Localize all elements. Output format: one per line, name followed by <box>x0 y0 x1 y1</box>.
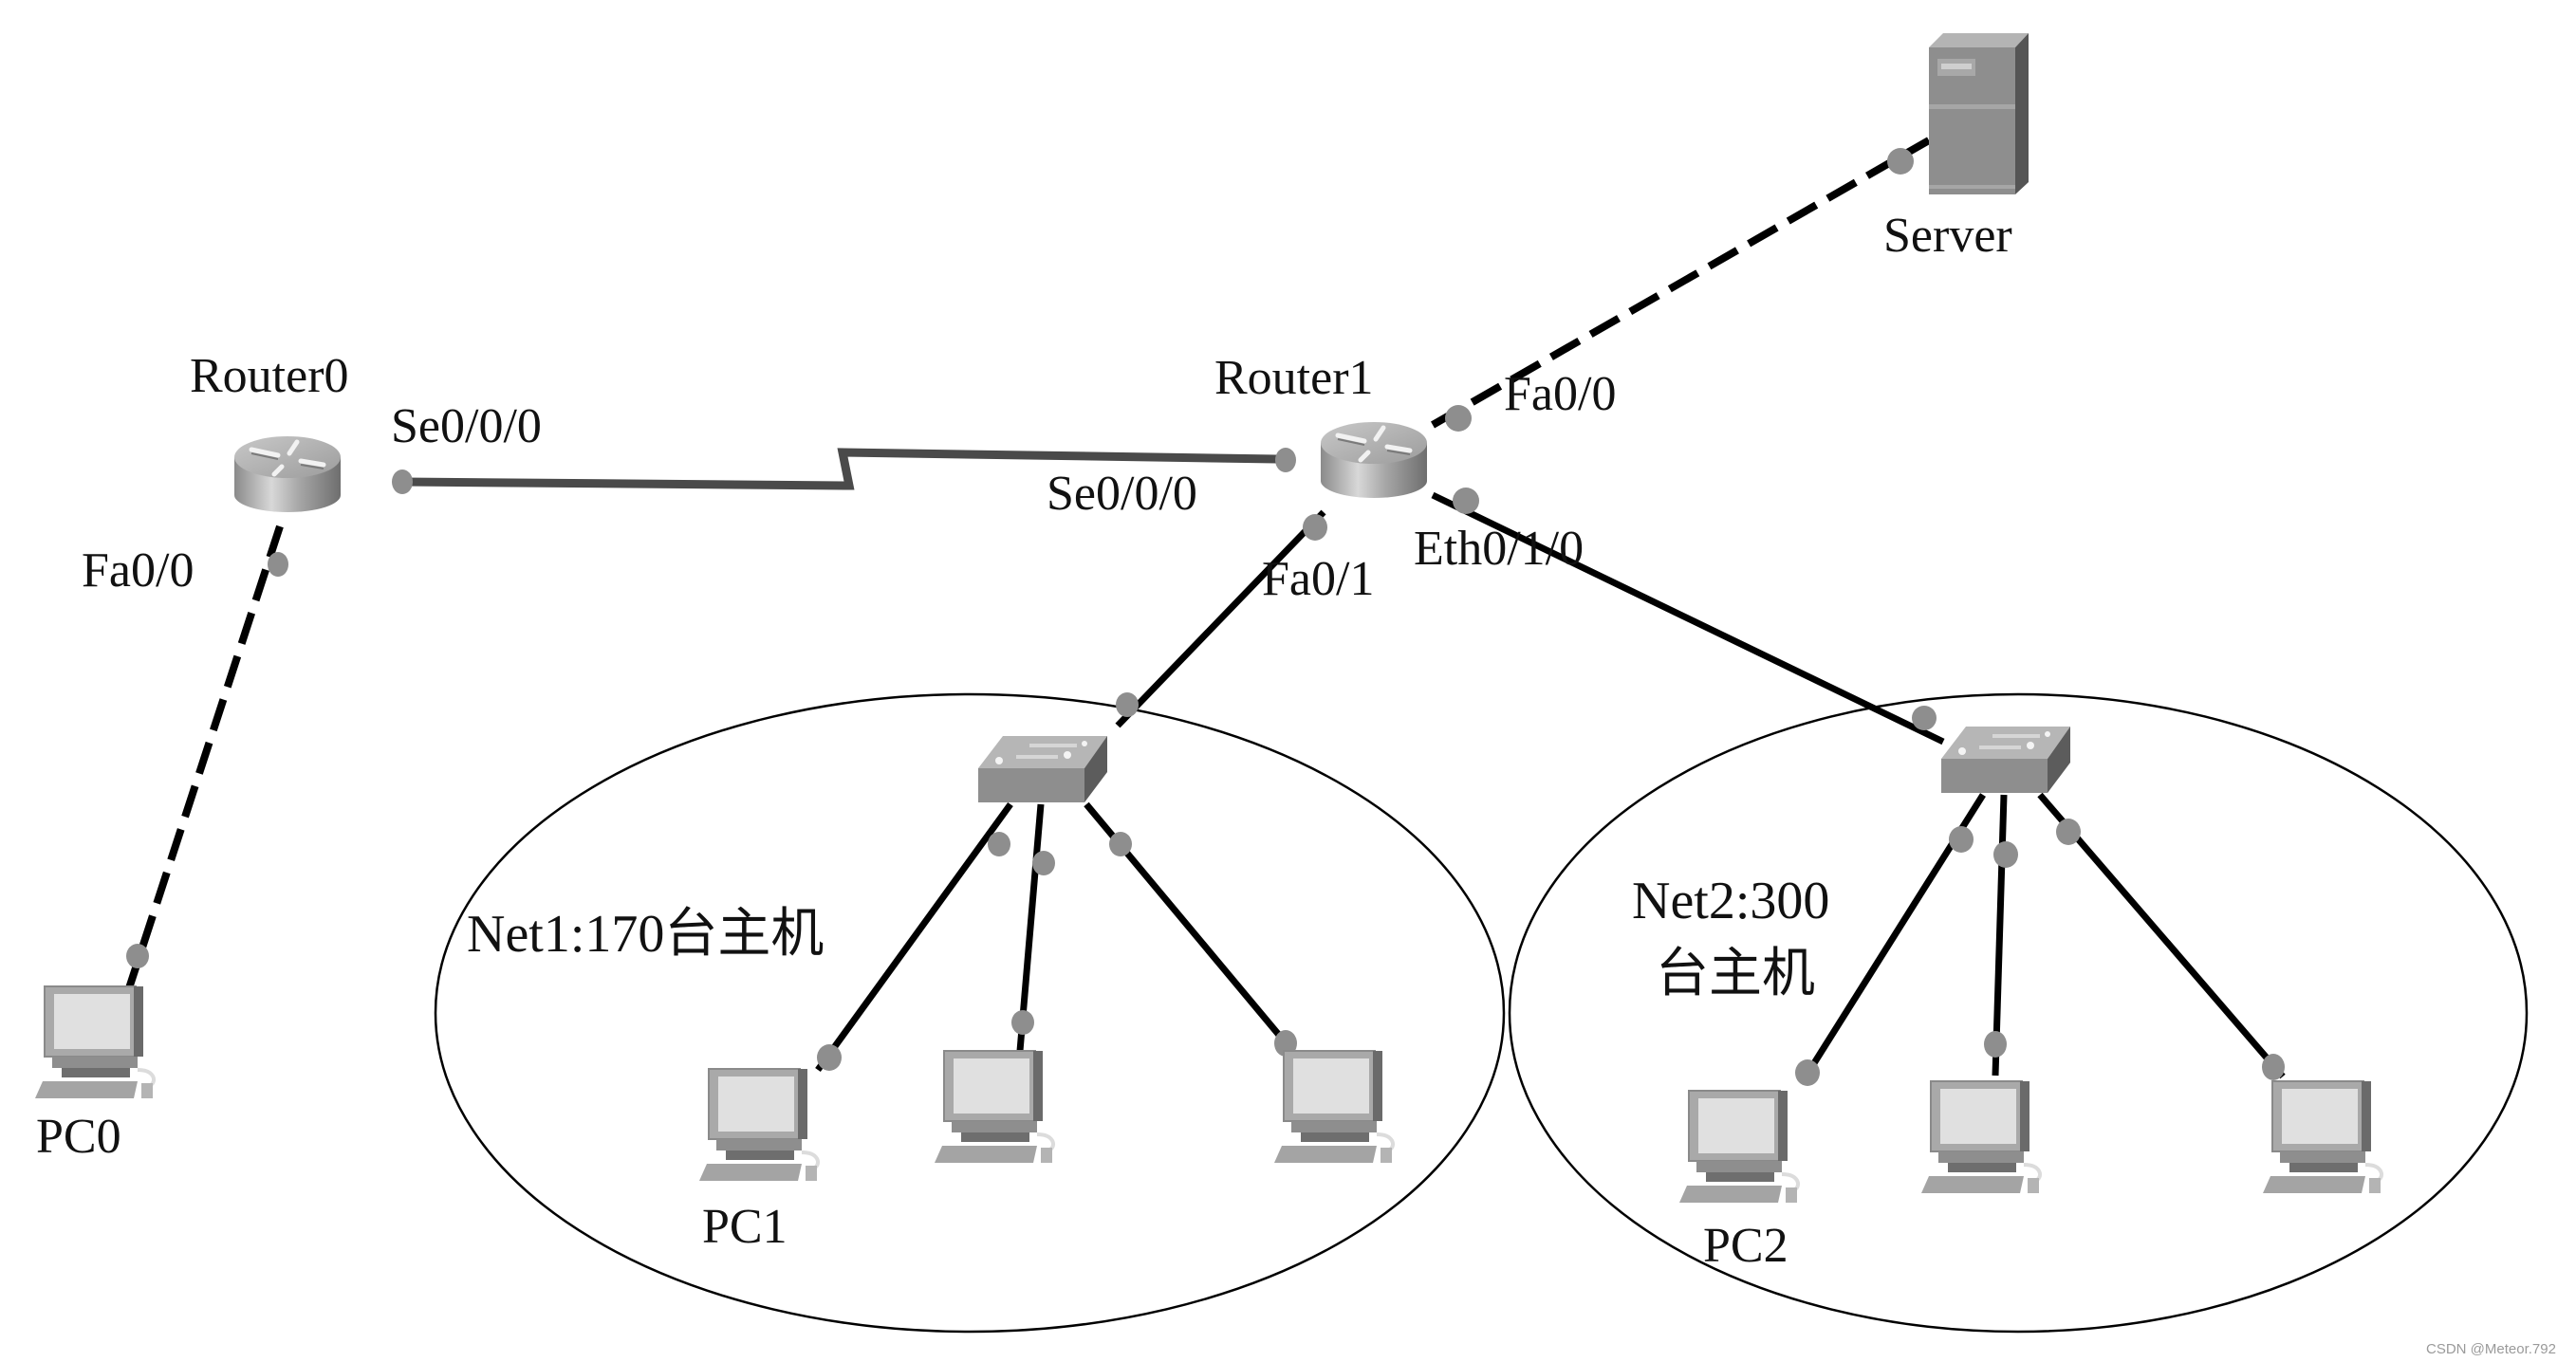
port-dot <box>817 1044 842 1071</box>
net2-label-line1: Net2:300 <box>1632 872 1829 930</box>
port-dot <box>1445 405 1472 432</box>
net2-label-line2: 台主机 <box>1656 945 1815 1003</box>
link-router0-pc0[interactable] <box>124 525 284 993</box>
link-switch2-pc-mid[interactable] <box>1992 794 2008 1077</box>
port-dot <box>1275 448 1296 472</box>
link-switch1-pc1[interactable] <box>815 801 1013 1073</box>
router0-serial-port-label: Se0/0/0 <box>391 399 542 453</box>
pc-net1-3-icon[interactable] <box>1272 1049 1396 1165</box>
pc1-icon[interactable] <box>697 1067 821 1183</box>
switch-net2-icon[interactable] <box>1939 725 2072 795</box>
link-serial-router0-router1[interactable] <box>402 448 1278 490</box>
pc1-label: PC1 <box>702 1200 788 1254</box>
port-dot <box>1912 706 1937 730</box>
port-dot <box>988 832 1010 856</box>
router1-icon[interactable] <box>1321 422 1427 498</box>
pc-net2-3-icon[interactable] <box>2261 1079 2384 1195</box>
link-router1-server[interactable] <box>1431 137 1931 429</box>
port-dot <box>1032 851 1055 875</box>
port-dot <box>1011 1010 1034 1035</box>
port-dot <box>126 944 149 968</box>
link-router1-switch1[interactable] <box>1115 509 1326 728</box>
router0-label: Router0 <box>190 349 349 403</box>
net1-boundary <box>434 692 1506 1334</box>
pc0-icon[interactable] <box>33 985 157 1100</box>
router0-icon[interactable] <box>234 436 341 512</box>
pc2-label: PC2 <box>1703 1219 1788 1273</box>
port-dot <box>1453 488 1479 514</box>
router1-fa00-label: Fa0/0 <box>1504 367 1616 421</box>
port-dot <box>1984 1031 2007 1058</box>
link-router1-switch2[interactable] <box>1431 491 1945 745</box>
switch-net1-icon[interactable] <box>976 734 1109 804</box>
router0-fast-port-label: Fa0/0 <box>82 543 194 598</box>
link-switch1-pc-mid[interactable] <box>1016 803 1045 1052</box>
port-dot <box>1993 841 2018 868</box>
net1-label: Net1:170台主机 <box>467 905 824 964</box>
port-dot <box>392 469 413 494</box>
port-dots <box>126 148 2285 1086</box>
watermark: CSDN @Meteor.792 <box>2426 1341 2556 1357</box>
pc0-label: PC0 <box>36 1110 121 1164</box>
port-dot <box>1116 692 1139 717</box>
port-dot <box>1949 826 1974 853</box>
port-dot <box>1303 514 1327 541</box>
port-dot <box>1887 148 1914 175</box>
router1-fa01-label: Fa0/1 <box>1262 552 1374 606</box>
port-dot <box>268 552 288 577</box>
link-switch2-pc-right[interactable] <box>2037 792 2286 1079</box>
server-icon[interactable] <box>1929 33 2029 194</box>
port-dot <box>2262 1054 2285 1080</box>
router1-eth-label: Eth0/1/0 <box>1414 522 1584 576</box>
pc2-icon[interactable] <box>1677 1089 1801 1205</box>
port-dot <box>2056 819 2081 845</box>
pc-net1-2-icon[interactable] <box>933 1049 1056 1165</box>
port-dot <box>1795 1059 1820 1086</box>
port-dot <box>1109 832 1132 856</box>
router1-serial-port-label: Se0/0/0 <box>1047 467 1197 521</box>
router1-label: Router1 <box>1214 351 1374 405</box>
pc-net2-2-icon[interactable] <box>1919 1079 2043 1195</box>
server-label: Server <box>1883 209 2012 263</box>
net2-boundary <box>1508 692 2529 1334</box>
